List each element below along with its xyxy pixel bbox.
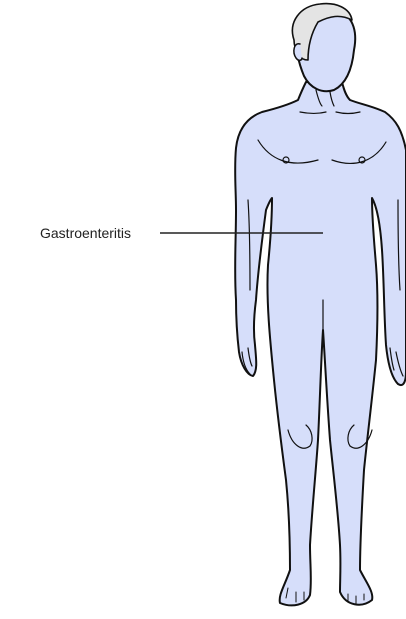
condition-label: Gastroenteritis bbox=[40, 224, 131, 242]
body-outline bbox=[235, 82, 406, 605]
